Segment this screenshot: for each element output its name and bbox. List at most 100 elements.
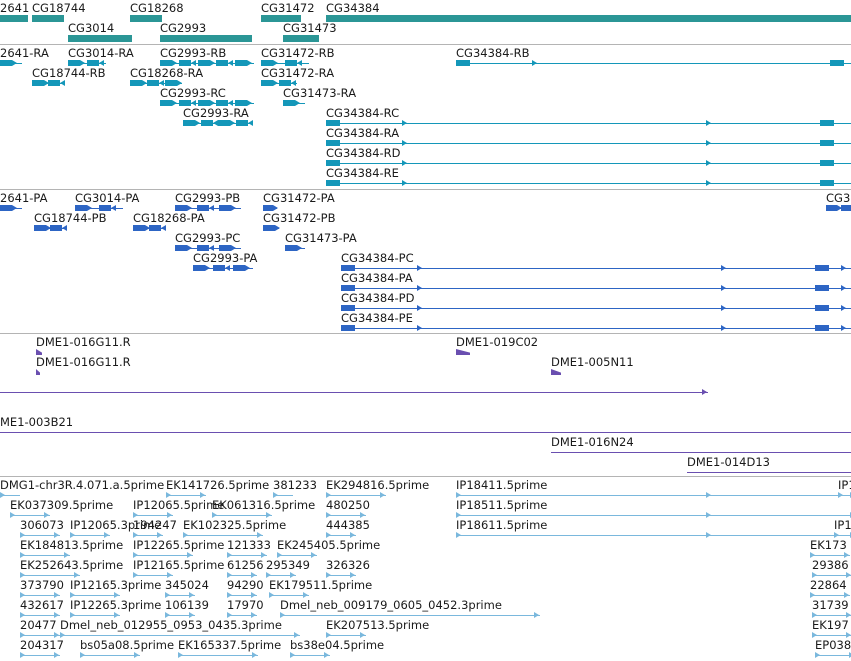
est-feature[interactable]: EK252643.5prime <box>20 559 123 578</box>
est-feature[interactable]: EK165337.5prime <box>178 639 281 658</box>
est-feature[interactable]: Dmel_neb_012955_0953_0435.3prime <box>60 619 300 638</box>
transcript-feature[interactable]: CG2993-RB <box>160 47 254 66</box>
est-feature[interactable]: IP18511.5prime <box>456 499 851 518</box>
est-feature[interactable]: bs05a08.5prime <box>80 639 174 658</box>
gene-feature[interactable]: CG18744 <box>32 2 86 22</box>
est-feature[interactable]: 381233 <box>273 479 317 498</box>
transcript-feature[interactable]: CG34384-RB <box>456 47 851 66</box>
protein-feature[interactable]: CG2993-PB <box>175 192 241 211</box>
est-feature[interactable]: IP1 <box>834 519 851 538</box>
est-feature[interactable]: 326326 <box>326 559 370 578</box>
transcript-feature[interactable]: CG2993-RC <box>160 87 254 106</box>
est-feature[interactable]: bs38e04.5prime <box>290 639 384 658</box>
gene-feature[interactable]: CG2993 <box>160 22 252 42</box>
est-feature[interactable]: EK173 <box>810 539 850 558</box>
est-feature[interactable]: 94290 <box>227 579 264 598</box>
clone-feature[interactable]: DME1-016G11.R <box>36 336 131 355</box>
est-feature[interactable]: EK294816.5prime <box>326 479 429 498</box>
protein-feature[interactable]: CG34384-PD <box>341 292 851 311</box>
transcript-feature[interactable]: CG2993-RA <box>183 107 253 126</box>
est-feature[interactable]: 20477 <box>20 619 60 638</box>
transcript-feature[interactable]: CG31473-RA <box>283 87 356 106</box>
protein-feature[interactable]: CG31472-PB <box>263 212 336 231</box>
est-glyph <box>183 532 263 539</box>
transcript-feature[interactable]: 2641-RA <box>0 47 49 66</box>
est-feature[interactable]: EK184813.5prime <box>20 539 123 558</box>
protein-feature[interactable]: CG18268-PA <box>133 212 205 231</box>
clone-feature[interactable]: DME1-016N24 <box>551 436 851 453</box>
transcript-feature[interactable]: CG18744-RB <box>32 67 106 86</box>
protein-feature[interactable]: CG34384-PC <box>341 252 851 271</box>
transcript-feature[interactable]: CG18268-RA <box>130 67 203 86</box>
est-feature[interactable]: 480250 <box>326 499 370 518</box>
gene-feature[interactable]: 2641 <box>0 2 29 22</box>
gene-feature[interactable]: CG18268 <box>130 2 184 22</box>
est-feature[interactable]: 204317 <box>20 639 64 658</box>
est-feature[interactable]: IP1 <box>838 479 851 498</box>
est-feature[interactable]: EK207513.5prime <box>326 619 429 638</box>
est-feature[interactable]: EK061316.5prime <box>212 499 315 518</box>
est-feature[interactable]: EP038 <box>815 639 851 658</box>
est-feature[interactable]: 444385 <box>326 519 370 538</box>
clone-feature[interactable]: DME1-016G11.R <box>36 356 131 375</box>
clone-feature[interactable]: DME1-005N11 <box>551 356 634 375</box>
est-feature[interactable]: IP12065.5prime <box>133 499 224 518</box>
est-feature[interactable]: EK037309.5prime <box>10 499 113 518</box>
est-feature[interactable]: EK141726.5prime <box>166 479 269 498</box>
est-feature[interactable]: 121333 <box>227 539 271 558</box>
transcript-feature[interactable]: CG34384-RA <box>326 127 851 146</box>
transcript-feature[interactable]: CG3014-RA <box>68 47 134 66</box>
feature-label: CG34384-RE <box>326 166 399 180</box>
transcript-feature[interactable]: CG34384-RD <box>326 147 851 166</box>
est-feature[interactable]: IP12265.5prime <box>133 539 224 558</box>
clone-feature[interactable]: DME1-019C02 <box>456 336 538 355</box>
clone-feature[interactable]: ME1-003B21 <box>0 416 851 433</box>
est-feature[interactable]: 31739 <box>812 599 851 618</box>
est-feature[interactable]: 373790 <box>20 579 64 598</box>
transcript-feature[interactable]: CG31472-RA <box>261 67 334 86</box>
est-feature[interactable]: Dmel_neb_009179_0605_0452.3prime <box>280 599 540 618</box>
est-feature[interactable]: 106139 <box>165 599 209 618</box>
strand-arrow <box>178 652 183 658</box>
est-feature[interactable]: 29386 <box>812 559 851 578</box>
est-feature[interactable]: 345024 <box>165 579 209 598</box>
est-feature[interactable]: EK179511.5prime <box>269 579 372 598</box>
protein-feature[interactable]: CG3 <box>826 192 851 211</box>
est-feature[interactable]: 61256 <box>227 559 264 578</box>
protein-feature[interactable]: CG2993-PC <box>175 232 241 251</box>
est-feature[interactable]: EK245405.5prime <box>277 539 380 558</box>
est-feature[interactable]: IP12165.5prime <box>133 559 224 578</box>
est-feature[interactable]: IP12065.3prime <box>70 519 161 538</box>
protein-feature[interactable]: CG34384-PA <box>341 272 851 291</box>
protein-feature[interactable]: CG31472-PA <box>263 192 335 211</box>
protein-feature[interactable]: CG34384-PE <box>341 312 851 331</box>
est-feature[interactable]: 22864 <box>810 579 850 598</box>
transcript-feature[interactable]: CG34384-RE <box>326 166 851 186</box>
protein-feature[interactable]: CG2993-PA <box>193 252 257 271</box>
gene-feature[interactable]: CG31472 <box>261 2 315 22</box>
gene-feature[interactable]: CG3014 <box>68 22 132 42</box>
clone-feature[interactable] <box>0 376 708 395</box>
transcript-feature[interactable]: CG34384-RC <box>326 107 851 126</box>
transcript-feature[interactable]: CG31472-RB <box>261 47 335 66</box>
est-feature[interactable]: 432617 <box>20 599 64 618</box>
gene-feature[interactable]: CG31473 <box>283 22 337 42</box>
gene-feature[interactable]: CG34384 <box>326 2 851 22</box>
est-feature[interactable]: IP12165.3prime <box>70 579 161 598</box>
clone-feature[interactable]: DME1-014D13 <box>687 456 851 473</box>
strand-arrow <box>191 60 196 66</box>
est-feature[interactable]: IP18411.5prime <box>456 479 851 498</box>
est-feature[interactable]: DMG1-chr3R.4.071.a.5prime <box>0 479 164 498</box>
est-feature[interactable]: IP18611.5prime <box>456 519 851 538</box>
est-feature[interactable]: 295349 <box>266 559 310 578</box>
est-feature[interactable]: IP12265.3prime <box>70 599 161 618</box>
est-feature[interactable]: EK197 <box>812 619 851 638</box>
protein-feature[interactable]: CG18744-PB <box>34 212 107 231</box>
protein-feature[interactable]: CG31473-PA <box>285 232 357 251</box>
est-feature[interactable]: EK102325.5prime <box>183 519 286 538</box>
protein-feature[interactable]: CG3014-PA <box>75 192 139 211</box>
protein-feature[interactable]: 2641-PA <box>0 192 47 211</box>
est-feature[interactable]: 17970 <box>227 599 264 618</box>
est-feature[interactable]: 194247 <box>133 519 177 538</box>
est-feature[interactable]: 306073 <box>20 519 64 538</box>
